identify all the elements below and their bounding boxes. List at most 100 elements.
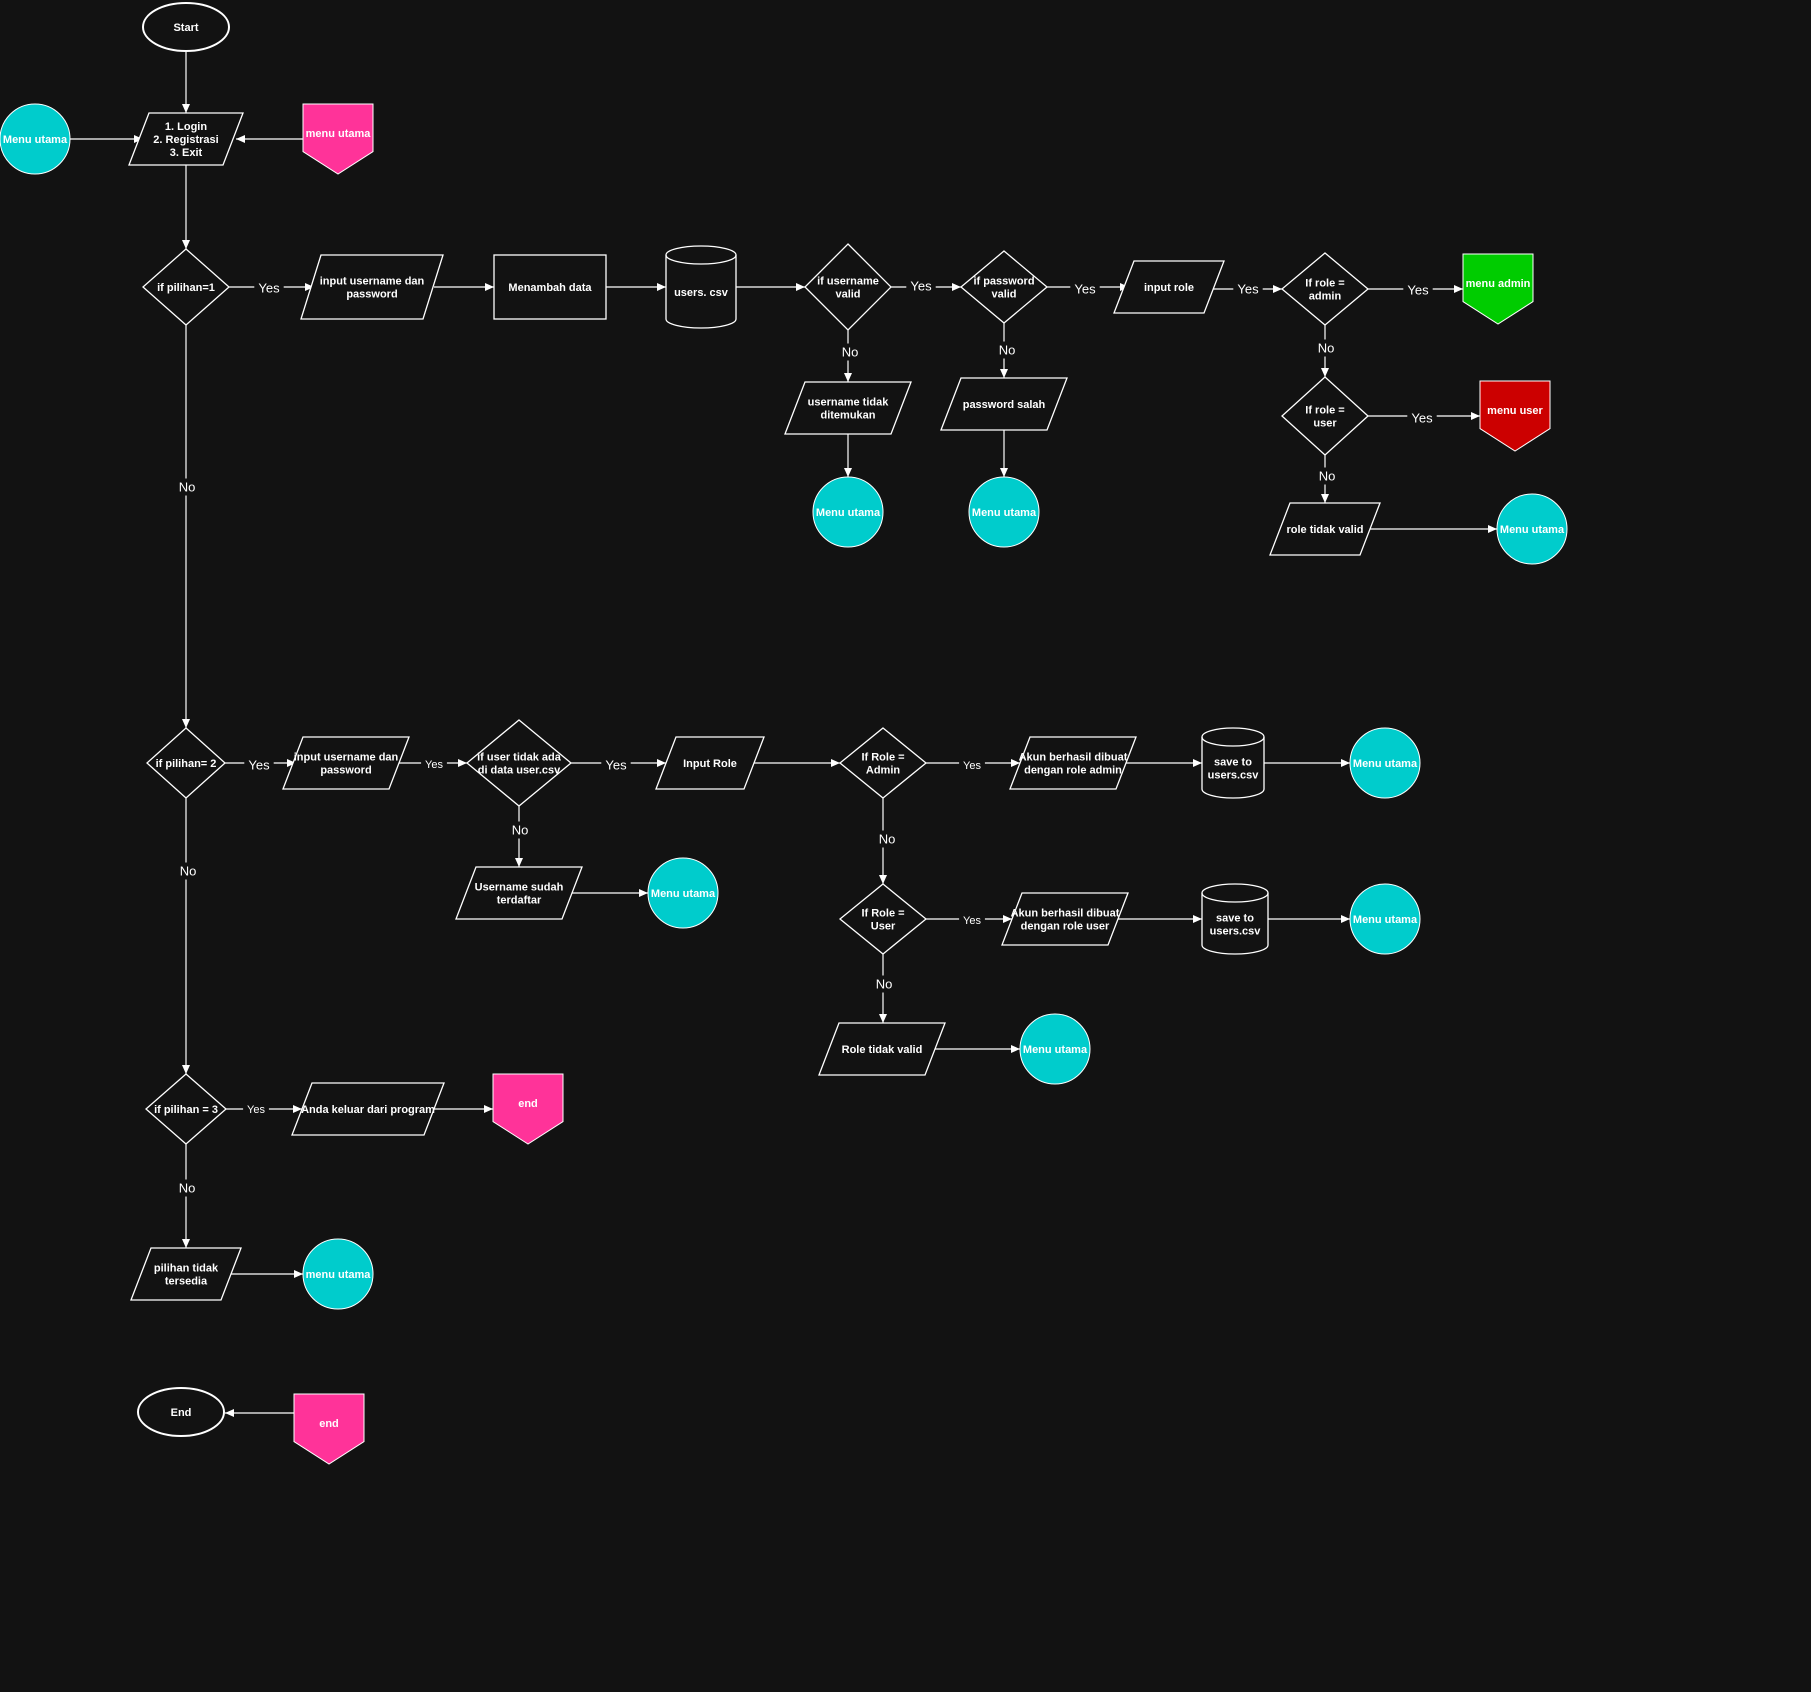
edge-label-p3-yes: Yes [247,1104,265,1116]
node-text: admin [1309,291,1342,303]
io-shape [818,1022,946,1076]
edge-label-bg [244,756,274,774]
node-menu-utama-login-1: Menu utama [812,476,884,548]
edge-label-bg [1403,281,1433,299]
connector-shape [0,103,71,175]
connector-shape [1496,493,1568,565]
decision-shape [465,719,573,807]
node-text: Menu utama [1500,524,1565,536]
node-text: If role = [1305,405,1344,417]
edge-label-uname-no: No [842,345,859,360]
node-text: menu user [1487,405,1543,417]
node-text: If Role = [861,908,904,920]
node-text: users.csv [1208,770,1260,782]
node-text: input username dan [320,276,425,288]
node-password-salah: password salah [940,377,1068,431]
node-text: Menu utama [816,507,881,519]
node-menu-utama-reg-4: Menu utama [1019,1013,1091,1085]
edge-label-bg [906,277,936,295]
decision-shape [142,248,230,326]
decision-shape [146,727,226,799]
node-text: 3. Exit [170,147,203,159]
node-text: password salah [963,399,1046,411]
node-text: end [518,1098,538,1110]
process-shape [493,254,607,320]
offpage-shape [1462,253,1534,325]
io-shape [784,381,912,435]
node-menu-utama-reg-3: Menu utama [1349,883,1421,955]
terminal-shape [142,2,230,52]
node-text: ditemukan [820,410,875,422]
edge-label-admin-no: No [1318,341,1335,356]
edge-label-ruser-yes: Yes [963,915,981,927]
decision-shape [959,250,1049,324]
node-menu-utama-pink: menu utama [302,103,374,175]
edge-label-p2-no: No [180,864,197,879]
io-shape [1113,260,1225,314]
node-if-role-user: If role =user [1281,376,1369,456]
edge-label-uname-yes: Yes [910,279,932,294]
node-text: save to [1216,913,1254,925]
node-role-tidak-valid-reg: Role tidak valid [818,1022,946,1076]
edge-label-bg [509,821,531,839]
edge-label-role-yes: Yes [1237,282,1259,297]
offpage-shape [293,1393,365,1465]
node-text: user [1313,418,1337,430]
node-text: input username dan [294,752,399,764]
node-text: Menu utama [972,507,1037,519]
edge-label-p2-yes: Yes [248,758,270,773]
node-menu-user: menu user [1479,380,1551,452]
node-text: Menambah data [508,282,592,294]
edge-label-bg [177,862,199,880]
node-text: tersedia [165,1276,208,1288]
node-text: if password [973,276,1034,288]
node-text: users. csv [674,287,729,299]
edge-label-bg [959,757,985,773]
node-text: if pilihan= 2 [156,758,217,770]
node-text: password [320,765,371,777]
node-menu-admin: menu admin [1462,253,1534,325]
node-text: if user tidak ada [477,752,562,764]
terminal-shape [137,1387,225,1437]
node-if-role-admin: If role =admin [1280,252,1370,326]
node-if-pilihan-1: if pilihan=1 [142,248,230,326]
edge-label-bg [1070,280,1100,298]
node-text: password [346,289,397,301]
io-shape [940,377,1068,431]
node-text: menu admin [1466,278,1531,290]
node-text: Start [173,22,198,34]
node-text: Menu utama [651,888,716,900]
offpage-shape [1479,380,1551,452]
connector-shape [302,1238,374,1310]
node-text: If Role = [861,752,904,764]
edge-label-bg [959,912,985,928]
node-text: if username [817,276,879,288]
node-text: Admin [866,765,901,777]
node-text: username tidak [808,397,890,409]
edge-label-bg [873,975,895,993]
decision-shape [1280,252,1370,326]
edge-label-radmin-yes: Yes [963,760,981,772]
edge-label-ruser-no: No [876,977,893,992]
edge-label-bg [1233,280,1263,298]
node-text: User [871,921,896,933]
edge-label-bg [254,279,284,297]
edge-label-exist-yes: Yes [605,758,627,773]
node-if-role-admin-reg: If Role =Admin [838,727,928,799]
io-shape [655,736,765,790]
io-shape [1269,502,1381,556]
edge-label-bg [839,343,861,361]
io-shape [130,1247,242,1301]
node-input-role: input role [1113,260,1225,314]
node-if-pilihan-2: if pilihan= 2 [146,727,226,799]
node-text: save to [1214,757,1252,769]
node-if-pilihan-3: if pilihan = 3 [145,1073,227,1145]
